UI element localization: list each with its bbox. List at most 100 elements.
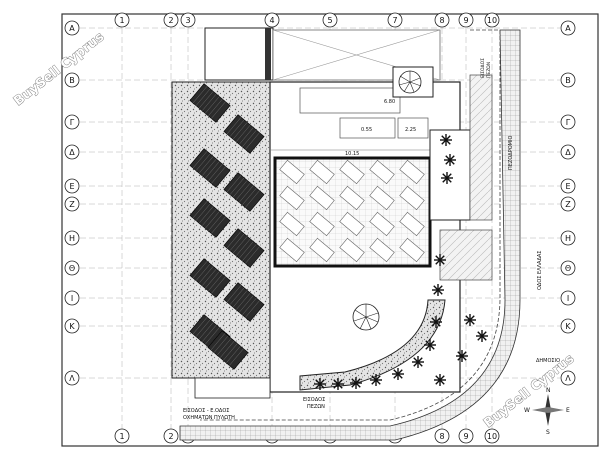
- grid-column-bubble: [434, 12, 450, 28]
- solar-panel: [189, 148, 231, 188]
- skylight-panel: [339, 185, 365, 211]
- grid-column-bubble: [322, 12, 338, 28]
- ramp-area: [469, 74, 493, 221]
- grid-row-label: Θ: [565, 264, 571, 273]
- solar-panel: [189, 198, 231, 238]
- compass-e: E: [566, 407, 570, 414]
- dimension-label: 10.15: [345, 151, 359, 157]
- plant-icon: [424, 339, 436, 351]
- grid-row-label: H: [565, 234, 571, 243]
- grid-row-label: E: [565, 182, 570, 191]
- grid-column-label: 2: [168, 432, 173, 441]
- solar-panel: [189, 258, 231, 298]
- compass-w: W: [524, 407, 530, 414]
- solar-panels-group: [189, 83, 265, 370]
- plant-icon: [440, 134, 452, 146]
- grid-column-label: 7: [392, 16, 397, 25]
- compass-s: S: [546, 429, 550, 436]
- grid-column-label: 10: [487, 16, 497, 25]
- grid-row-bubble: [560, 318, 576, 334]
- grid-row-bubble: [560, 196, 576, 212]
- grid-column-label: 3: [185, 16, 190, 25]
- grid-column-bubble: [264, 12, 280, 28]
- grid-column-bubble: [180, 12, 196, 28]
- plant-icon: [476, 330, 488, 342]
- grid-column-bubble: [434, 428, 450, 444]
- solar-panel: [207, 330, 249, 370]
- grid-column-label: 5: [327, 16, 332, 25]
- grid-column-bubble: [114, 12, 130, 28]
- skylight-panel: [399, 185, 425, 211]
- solar-panel: [189, 83, 231, 123]
- skylight-panel: [309, 237, 335, 263]
- skylight-panel: [309, 185, 335, 211]
- sidewalk-label: ΠΕΖΟΔΡΟΜΙΟ: [508, 136, 514, 170]
- grid-row-bubble: [560, 290, 576, 306]
- grid-column-bubble: [484, 12, 500, 28]
- grid-row-label: Z: [69, 200, 75, 209]
- grid-row-bubble: [64, 260, 80, 276]
- grid-row-bubble: [64, 72, 80, 88]
- grid-row-bubble: [64, 196, 80, 212]
- top-annex-wall: [265, 28, 271, 80]
- grid-row-label: Λ: [565, 374, 571, 383]
- dimension-label: 6.80: [384, 99, 395, 105]
- grid-row-bubble: [560, 144, 576, 160]
- street-label: ΟΔΟΣ ΕΛΛΑΔΑΣ: [537, 251, 543, 290]
- grid-column-label: 10: [487, 432, 497, 441]
- plant-icon: [332, 378, 344, 390]
- top-annex: [204, 27, 274, 81]
- grid-column-label: 1: [119, 16, 124, 25]
- plant-icon: [350, 377, 362, 389]
- skylight-panel: [399, 159, 425, 185]
- grid-row-label: A: [565, 24, 571, 33]
- compass-rose: N S E W: [524, 387, 570, 436]
- watermark-top-left: BuySell Cyprus: [11, 29, 107, 109]
- grid-row-label: Γ: [566, 118, 571, 127]
- dimension-label: 2.25: [405, 127, 416, 133]
- plant-icon: [430, 316, 442, 328]
- grid-row-bubble: [560, 114, 576, 130]
- grid-row-label: A: [69, 24, 75, 33]
- skylight-panel: [369, 159, 395, 185]
- skylight-panel: [339, 237, 365, 263]
- grid-column-label: 1: [119, 432, 124, 441]
- grid-row-bubble: [560, 72, 576, 88]
- skylight-panel: [399, 237, 425, 263]
- grid-column-label: 4: [269, 16, 274, 25]
- plant-icon: [456, 350, 468, 362]
- property-line: [200, 29, 501, 421]
- skylight-panel: [369, 185, 395, 211]
- room-upper: [299, 87, 401, 114]
- grid-row-label: K: [565, 322, 571, 331]
- plant-icon: [434, 374, 446, 386]
- skylight-panel: [309, 159, 335, 185]
- grid-row-label: Θ: [69, 264, 75, 273]
- grid-row-label: Λ: [69, 374, 75, 383]
- grid-row-bubble: [560, 20, 576, 36]
- entrance-patio: [439, 229, 493, 281]
- grid-row-label: K: [69, 322, 75, 331]
- grid-column-bubble: [387, 12, 403, 28]
- grid-row-bubble: [560, 260, 576, 276]
- grid-row-bubble: [64, 178, 80, 194]
- grid-row-bubble: [64, 370, 80, 386]
- grid-row-label: E: [69, 182, 74, 191]
- solar-panel: [223, 114, 265, 154]
- grid-column-label: 9: [463, 16, 468, 25]
- curved-planter: [299, 299, 446, 391]
- skylight-panel: [399, 211, 425, 237]
- grid-column-label: 9: [463, 432, 468, 441]
- skylight-panel: [279, 159, 305, 185]
- grid-row-label: B: [69, 76, 75, 85]
- pedestrian-entrance-label: ΕΙΣΟΔΟΣ: [303, 397, 325, 403]
- skylight-panel: [279, 185, 305, 211]
- skylight-panel: [309, 211, 335, 237]
- grid-row-bubble: [64, 20, 80, 36]
- pedestrian-entrance-label-2: ΠΕΖΩΝ: [307, 404, 325, 410]
- plant-icon: [412, 356, 424, 368]
- spiral-stair-bottom: [352, 303, 380, 331]
- grid-row-bubble: [64, 318, 80, 334]
- plant-icon: [444, 154, 456, 166]
